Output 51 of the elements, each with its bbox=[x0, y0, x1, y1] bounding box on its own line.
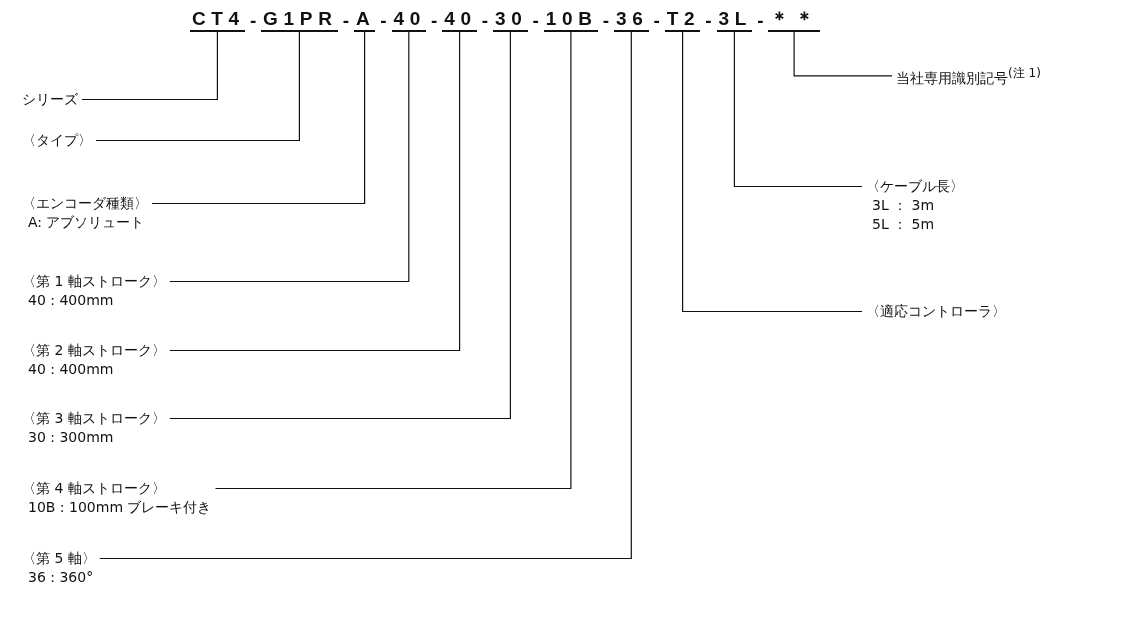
code-separator: - bbox=[601, 10, 611, 32]
code-field-heading: 〈ケーブル長〉 bbox=[866, 177, 964, 196]
leader-line bbox=[169, 31, 410, 283]
leader-line bbox=[81, 31, 218, 101]
code-segment: 10B bbox=[543, 8, 598, 32]
code-segment: 3L bbox=[716, 8, 753, 32]
leader-line bbox=[169, 31, 461, 352]
leader-line bbox=[151, 31, 366, 205]
code-segment: T2 bbox=[664, 8, 701, 32]
code-field-heading: 〈エンコーダ種類〉 bbox=[22, 194, 148, 213]
option-text: 10B : 100mm ブレーキ付き bbox=[27, 498, 212, 517]
code-segment: ＊＊ bbox=[768, 8, 820, 32]
code-separator: - bbox=[756, 10, 765, 32]
leader-line bbox=[99, 31, 632, 560]
leader-line bbox=[95, 31, 300, 142]
leader-line bbox=[682, 31, 863, 313]
code-separator: - bbox=[341, 10, 350, 32]
code-field-heading: 〈第 5 軸〉 bbox=[22, 549, 96, 568]
code-field-heading: 〈第 1 軸ストローク〉 bbox=[22, 272, 166, 291]
leader-line bbox=[793, 31, 893, 77]
leader-line bbox=[733, 31, 863, 188]
code-field-heading: 〈第 3 軸ストローク〉 bbox=[22, 409, 166, 428]
code-separator: - bbox=[248, 10, 258, 32]
option-text: 5L ： 5m bbox=[871, 215, 936, 234]
code-field-heading: 〈第 2 軸ストローク〉 bbox=[22, 341, 166, 360]
code-segment: 40 bbox=[391, 8, 427, 32]
option-text: A: アブソリュート bbox=[27, 213, 146, 232]
code-separator: - bbox=[480, 10, 490, 32]
code-segment: A bbox=[354, 8, 376, 32]
option-text: 30 : 300mm bbox=[27, 428, 115, 447]
code-field-heading: 当社専用識別記号$^{(注 1)}$ bbox=[896, 65, 1041, 88]
code-field-heading: 〈タイプ〉 bbox=[22, 131, 92, 150]
code-field-heading: 〈適応コントローラ〉 bbox=[866, 302, 1006, 321]
option-text: 40 : 400mm bbox=[27, 360, 115, 379]
code-segment: 36 bbox=[614, 8, 649, 32]
code-separator: - bbox=[704, 10, 713, 32]
code-separator: - bbox=[652, 10, 661, 32]
code-separator: - bbox=[430, 10, 439, 32]
option-text: 36 : 360° bbox=[27, 568, 95, 587]
code-segment: G1PR bbox=[261, 8, 338, 32]
code-segment: 30 bbox=[493, 8, 528, 32]
leader-line bbox=[214, 31, 572, 490]
code-field-heading: シリーズ bbox=[22, 90, 78, 109]
leader-line bbox=[169, 31, 511, 420]
option-text: 3L ： 3m bbox=[871, 196, 936, 215]
code-segment: 40 bbox=[442, 8, 477, 32]
option-text: 40 : 400mm bbox=[27, 291, 115, 310]
code-separator: - bbox=[531, 10, 540, 32]
code-separator: - bbox=[379, 10, 388, 32]
code-field-heading: 〈第 4 軸ストローク〉 bbox=[22, 479, 167, 498]
code-segment: CT4 bbox=[190, 8, 245, 32]
